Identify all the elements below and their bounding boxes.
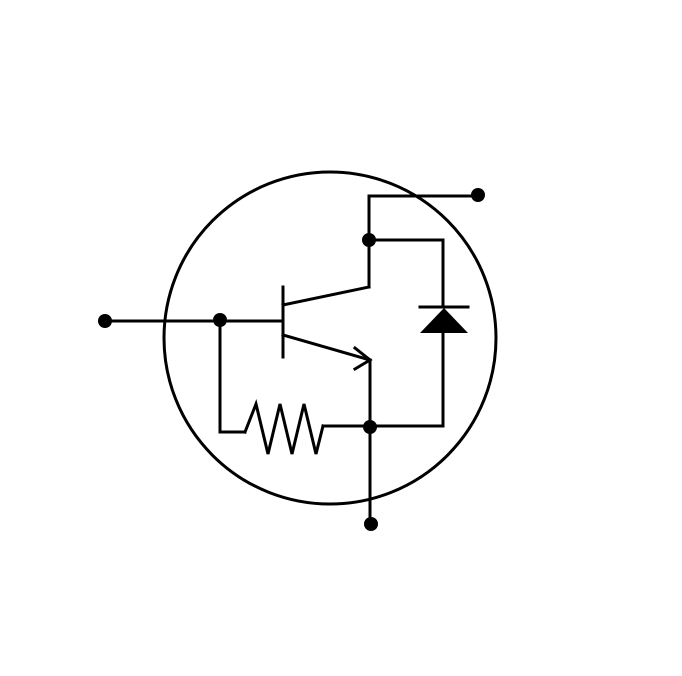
resistor-zigzag-icon [243, 399, 325, 455]
transistor-emitter-leg [281, 333, 372, 362]
diode-top-wire [367, 238, 445, 309]
base-terminal-dot [98, 314, 112, 328]
diode-bottom-wire [368, 331, 445, 428]
base-junction-dot [213, 313, 227, 327]
collector-terminal-wire [367, 194, 480, 242]
collector-terminal-dot [471, 188, 485, 202]
emitter-terminal-dot [364, 517, 378, 531]
transistor-collector-leg [281, 285, 371, 307]
package-outline-circle [162, 170, 498, 506]
collector-junction-dot [362, 233, 376, 247]
resistor-branch-wire [218, 319, 247, 434]
emitter-junction-dot [363, 420, 377, 434]
diode-triangle-icon [420, 308, 468, 333]
